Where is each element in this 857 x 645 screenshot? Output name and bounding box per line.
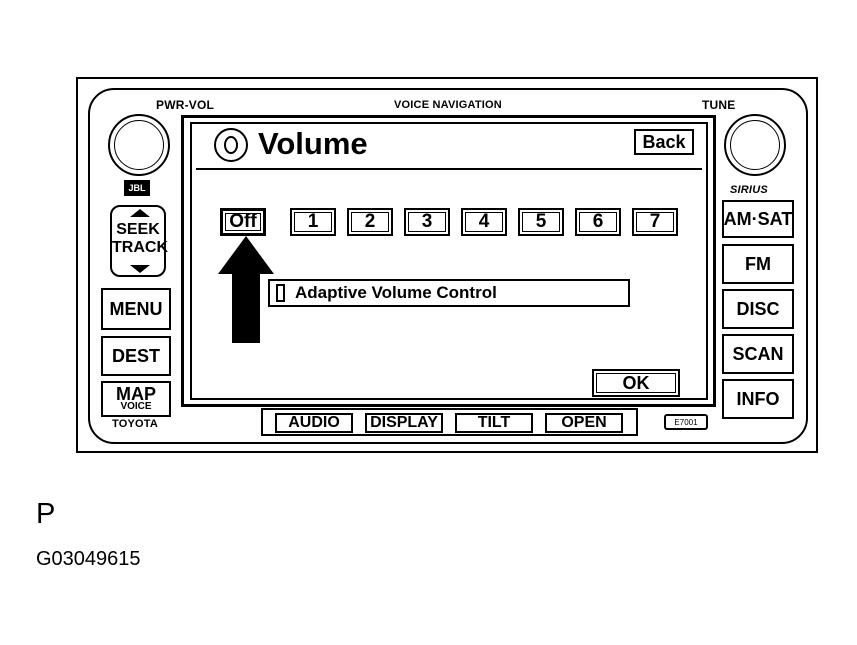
disc-label: DISC [736,298,780,319]
volume-1-button[interactable]: 1 [290,208,336,236]
volume-5-button[interactable]: 5 [518,208,564,236]
figure-code: E7001 [664,414,708,430]
volume-2-label: 2 [364,211,376,232]
volume-3-label: 3 [421,211,433,232]
chevron-down-icon [130,265,150,273]
open-button[interactable]: OPEN [545,413,623,433]
disc-button[interactable]: DISC [722,289,794,329]
display-label: DISPLAY [370,414,438,431]
pwr-vol-knob[interactable] [108,114,170,176]
am-sat-label: AM·SAT [723,208,793,229]
audio-button[interactable]: AUDIO [275,413,353,433]
page-title: Volume [258,126,368,161]
dest-label: DEST [111,345,160,366]
info-label: INFO [736,388,780,409]
pointer-arrow-stem [232,273,260,343]
back-button[interactable]: Back [634,129,694,155]
fm-button[interactable]: FM [722,244,794,284]
tune-knob[interactable] [724,114,786,176]
scan-button[interactable]: SCAN [722,334,794,374]
checkbox-icon [276,284,285,302]
volume-5-label: 5 [535,211,547,232]
adaptive-volume-control-label: Adaptive Volume Control [295,283,497,302]
seek-track-button[interactable]: SEEK TRACK [110,205,168,277]
audio-label: AUDIO [288,414,340,431]
volume-2-button[interactable]: 2 [347,208,393,236]
display-screen: Volume Back Off 1 2 3 4 5 6 7 Adaptive V… [190,122,708,400]
chevron-up-icon [130,209,150,217]
menu-label: MENU [109,298,163,319]
title-divider [196,168,702,170]
open-label: OPEN [561,414,607,431]
volume-off-label: Off [229,211,257,232]
tilt-label: TILT [477,414,511,431]
menu-button[interactable]: MENU [101,288,171,330]
map-label: MAP [116,384,156,404]
tilt-button[interactable]: TILT [455,413,533,433]
display-frame [181,115,716,407]
jbl-logo: JBL [124,180,150,196]
figure-letter: P [36,498,56,530]
volume-7-button[interactable]: 7 [632,208,678,236]
volume-1-label: 1 [307,211,319,232]
fm-label: FM [745,253,771,274]
volume-icon [214,128,248,162]
volume-4-button[interactable]: 4 [461,208,507,236]
adaptive-volume-control-toggle[interactable]: Adaptive Volume Control [268,279,630,307]
ok-button[interactable]: OK [592,369,680,397]
am-sat-button[interactable]: AM·SAT [722,200,794,238]
head-unit-bezel [88,88,808,444]
volume-6-label: 6 [592,211,604,232]
volume-7-label: 7 [649,211,661,232]
ok-label: OK [622,372,650,393]
toyota-logo: TOYOTA [112,418,159,430]
voice-navigation-label: VOICE NAVIGATION [394,99,502,111]
volume-3-button[interactable]: 3 [404,208,450,236]
scan-label: SCAN [732,343,784,364]
seek-label: SEEK [116,221,160,238]
display-button[interactable]: DISPLAY [365,413,443,433]
tune-label: TUNE [702,98,736,112]
map-voice-button[interactable]: MAP VOICE [101,381,171,417]
bottom-button-bar: AUDIO DISPLAY TILT OPEN [261,408,638,436]
pwr-vol-label: PWR-VOL [156,98,215,112]
volume-off-button[interactable]: Off [220,208,266,236]
back-label: Back [642,131,686,152]
figure-frame [76,77,818,453]
voice-label: VOICE [120,401,152,412]
volume-4-label: 4 [478,211,490,232]
figure-id: G03049615 [36,548,141,570]
volume-6-button[interactable]: 6 [575,208,621,236]
dest-button[interactable]: DEST [101,336,171,376]
info-button[interactable]: INFO [722,379,794,419]
sirius-logo: SIRIUS [730,184,768,196]
track-label: TRACK [112,239,168,256]
pointer-arrow-icon [218,236,274,274]
